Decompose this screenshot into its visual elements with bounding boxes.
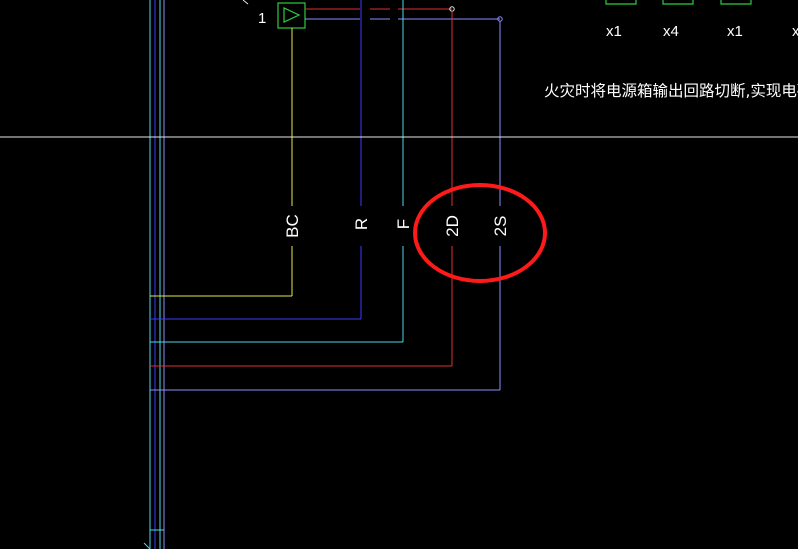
quantity-label: x1 <box>727 23 743 40</box>
wire-label-r: R <box>352 218 371 230</box>
legend-symbols: x1 x4 x1 x <box>605 0 798 40</box>
horizontal-returns <box>150 295 500 391</box>
wire-label-f: F <box>394 219 413 229</box>
wire-labels: BC R F 2D 2S <box>283 214 510 238</box>
device-block[interactable]: 1 <box>242 0 503 29</box>
note-text: 火灾时将电源箱输出回路切断,实现电磁锁失电开 <box>544 82 798 100</box>
vertical-wires <box>291 0 501 390</box>
amplifier-triangle-icon <box>283 7 301 23</box>
wire-label-bc: BC <box>283 214 302 238</box>
quantity-label: x <box>792 23 798 40</box>
wire-label-2d: 2D <box>443 215 462 237</box>
device-index-label: 1 <box>258 10 266 27</box>
quantity-label: x1 <box>606 23 622 40</box>
highlight-circle <box>413 183 547 283</box>
wire-label-2s: 2S <box>491 216 510 237</box>
left-bus-lines <box>143 0 165 549</box>
quantity-label: x4 <box>663 23 679 40</box>
